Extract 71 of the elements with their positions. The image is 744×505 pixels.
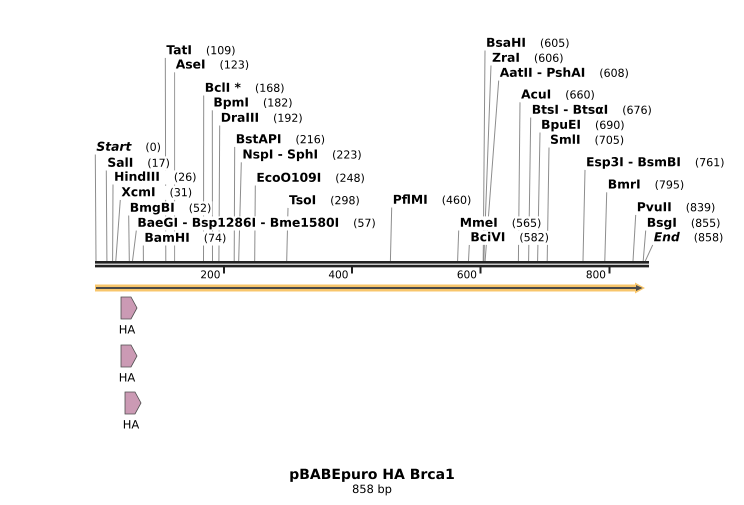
leader-line xyxy=(128,215,130,262)
leader-line xyxy=(212,110,213,262)
tick-label: 200 xyxy=(201,270,220,278)
tick-label: 800 xyxy=(586,270,606,278)
feature-label: HA xyxy=(120,325,136,334)
site-label: TsoI (298) xyxy=(288,194,361,208)
tick-label: 600 xyxy=(458,270,476,278)
site-label: XcmI (31) xyxy=(120,186,193,200)
feature-label: HA xyxy=(124,420,140,428)
leader-line xyxy=(115,199,121,262)
site-label: End (858) xyxy=(652,231,724,245)
leader-line xyxy=(518,102,520,262)
site-label: BsaHI (605) xyxy=(485,36,570,50)
leader-line xyxy=(112,184,114,262)
leader-line xyxy=(238,162,242,262)
site-label: TatI (109) xyxy=(166,44,236,58)
site-label: AseI (123) xyxy=(174,58,250,72)
leader-line xyxy=(483,65,492,262)
site-label: BamHI (74) xyxy=(144,232,228,246)
site-label: BsgI (855) xyxy=(646,216,722,230)
leader-line xyxy=(632,214,636,262)
sequence-ruler xyxy=(95,261,649,268)
site-label: BtsI - BtsαI (676) xyxy=(530,104,653,118)
site-label: ZraI (606) xyxy=(491,52,564,66)
site-label: SmlI (705) xyxy=(549,134,625,148)
leader-line xyxy=(457,230,460,262)
leader-line xyxy=(642,230,646,262)
site-label: PvuII (839) xyxy=(636,201,716,215)
title: pBABEpuro HA Brca1 xyxy=(290,468,454,482)
site-label: AatII - PshAI (608) xyxy=(498,66,630,80)
feature-band xyxy=(95,282,645,294)
site-label: MmeI (565) xyxy=(458,216,542,230)
site-label: BciVI (582) xyxy=(470,231,550,245)
site-label: BaeGI - Bsp1286I - Bme1580I (57) xyxy=(136,216,377,230)
site-label: BmgBI (52) xyxy=(128,202,212,216)
leader-line xyxy=(234,146,236,262)
site-label: EcoO109I (248) xyxy=(256,172,366,186)
site-label: BpuEI (690) xyxy=(540,118,626,132)
site-label: Esp3I - BsmBI (761) xyxy=(585,156,726,170)
feature-label: HA xyxy=(120,373,136,382)
leader-line xyxy=(254,185,256,262)
leader-line xyxy=(218,125,220,262)
leader-line xyxy=(482,50,486,262)
site-label: BpmI (182) xyxy=(212,96,294,110)
site-label: BstAPI (216) xyxy=(234,133,326,147)
site-label: DraIII (192) xyxy=(220,112,304,126)
leader-line xyxy=(94,154,96,262)
leader-line xyxy=(286,207,288,262)
subtitle: 858 bp xyxy=(352,484,392,496)
leader-line xyxy=(390,207,392,262)
leader-line xyxy=(604,192,608,262)
tick-label: 400 xyxy=(328,270,348,278)
site-label: AcuI (660) xyxy=(520,88,596,102)
leader-line xyxy=(132,230,137,262)
leader-line xyxy=(528,117,532,262)
leader-line xyxy=(203,95,204,262)
site-label: BmrI (795) xyxy=(606,178,685,192)
leader-line xyxy=(582,169,586,262)
site-label: HindIII (26) xyxy=(113,170,198,184)
site-label: BclI * (168) xyxy=(204,82,286,96)
leader-line xyxy=(468,244,470,262)
leader-line xyxy=(106,170,108,262)
site-label: NspI - SphI (223) xyxy=(242,148,362,162)
leader-line xyxy=(484,80,500,262)
site-label: SalI (17) xyxy=(106,156,171,170)
leader-line xyxy=(537,132,540,262)
leader-line xyxy=(546,147,550,262)
leader-line xyxy=(142,245,144,262)
site-label: Start (0) xyxy=(96,140,162,154)
leader-line xyxy=(644,244,654,262)
site-label: PflMI (460) xyxy=(392,194,472,208)
